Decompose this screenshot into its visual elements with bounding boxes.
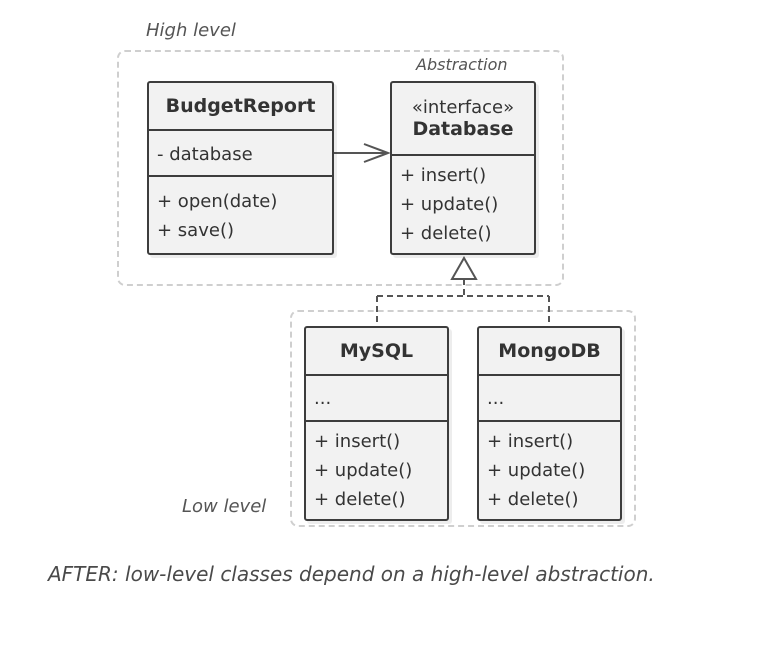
budgetreport-name: BudgetReport bbox=[165, 95, 316, 117]
mongodb-class: MongoDB ... + insert() + update() + dele… bbox=[477, 326, 622, 521]
mongodb-methods: + insert() + update() + delete() bbox=[479, 422, 620, 514]
budgetreport-field: - database bbox=[157, 144, 253, 165]
mysql-title: MySQL bbox=[306, 328, 447, 376]
mysql-class: MySQL ... + insert() + update() + delete… bbox=[304, 326, 449, 521]
database-name: Database bbox=[412, 118, 514, 140]
database-methods: + insert() + update() + delete() bbox=[392, 156, 534, 248]
mysql-fields: ... bbox=[306, 376, 447, 422]
database-interface: «interface» Database + insert() + update… bbox=[390, 81, 536, 255]
mysql-method: + insert() bbox=[314, 431, 401, 452]
mysql-method: + delete() bbox=[314, 489, 406, 510]
association-arrowhead bbox=[363, 143, 391, 163]
budgetreport-methods: + open(date) + save() bbox=[149, 177, 332, 245]
mongodb-method: + update() bbox=[487, 460, 586, 481]
mongodb-title: MongoDB bbox=[479, 328, 620, 376]
database-stereotype: «interface» bbox=[411, 97, 515, 118]
budgetreport-class: BudgetReport - database + open(date) + s… bbox=[147, 81, 334, 255]
database-title: «interface» Database bbox=[392, 83, 534, 156]
mongodb-name: MongoDB bbox=[498, 340, 601, 362]
budgetreport-method: + save() bbox=[157, 220, 234, 241]
database-method: + update() bbox=[400, 194, 499, 215]
mysql-name: MySQL bbox=[339, 340, 414, 362]
budgetreport-method: + open(date) bbox=[157, 191, 278, 212]
figure-caption: AFTER: low-level classes depend on a hig… bbox=[48, 562, 655, 586]
high-level-group bbox=[117, 50, 564, 286]
mysql-methods: + insert() + update() + delete() bbox=[306, 422, 447, 514]
database-method: + insert() bbox=[400, 165, 487, 186]
high-level-label: High level bbox=[146, 20, 236, 41]
budgetreport-fields: - database bbox=[149, 131, 332, 177]
abstraction-label: Abstraction bbox=[416, 55, 508, 74]
mysql-field: ... bbox=[314, 388, 332, 409]
budgetreport-title: BudgetReport bbox=[149, 83, 332, 131]
low-level-label: Low level bbox=[182, 496, 267, 517]
low-level-group bbox=[290, 310, 636, 527]
realization-triangle bbox=[450, 255, 478, 280]
mysql-method: + update() bbox=[314, 460, 413, 481]
mongodb-field: ... bbox=[487, 388, 505, 409]
mongodb-fields: ... bbox=[479, 376, 620, 422]
database-method: + delete() bbox=[400, 223, 492, 244]
mongodb-method: + insert() bbox=[487, 431, 574, 452]
mongodb-method: + delete() bbox=[487, 489, 579, 510]
